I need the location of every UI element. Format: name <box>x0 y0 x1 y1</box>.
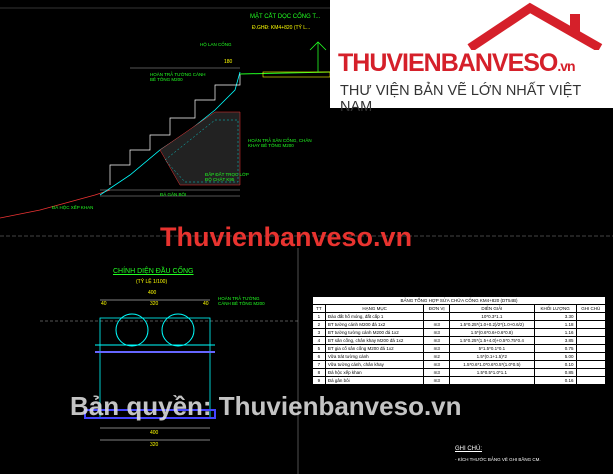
front-dim-320: 320 <box>150 301 159 307</box>
table-cell: 1.5*(0.6*0.6+0.6*0.8) <box>449 328 535 337</box>
table-cell: 3 <box>312 328 326 337</box>
table-cell: 1 <box>312 312 326 321</box>
col-khoi-luong: KHỐI LƯỢNG <box>533 304 577 313</box>
table-cell: BT tường cánh M200 đá 1x2 <box>324 320 425 329</box>
table-cell: 9 <box>312 376 326 385</box>
table-cell: 6 <box>312 352 326 361</box>
col-tt: TT <box>312 304 326 313</box>
table-cell: BT gia cố sân cống M200 đá 1x2 <box>324 344 425 353</box>
table-cell: 1.5*0.25*(1.5+4.0)+0.5*0.75*0.4 <box>449 336 535 345</box>
table-cell: m3 <box>423 360 451 369</box>
label-ho-lan: HỘ LAN CỐNG <box>200 42 232 47</box>
col-dien-giai: DIỄN GIẢI <box>449 304 535 313</box>
table-cell: Đá hộc xếp khan <box>324 368 425 377</box>
logo-main: THUVIENBANVESO <box>338 49 558 77</box>
table-cell: 3.85 <box>533 336 577 345</box>
table-cell: 0.16 <box>533 376 577 385</box>
dim-top: 180 <box>224 59 233 65</box>
table-cell: m2 <box>423 352 451 361</box>
table-cell: 4 <box>312 336 326 345</box>
table-cell: m3 <box>423 368 451 377</box>
table-cell <box>575 352 607 361</box>
table-cell <box>575 320 607 329</box>
table-cell <box>575 360 607 369</box>
table-cell: m3 <box>423 344 451 353</box>
table-cell <box>575 312 607 321</box>
col-don-vi: ĐƠN VỊ <box>423 304 451 313</box>
table-cell <box>575 344 607 353</box>
front-label: HOÀN TRẢ TƯỜNG CÁNH BÊ TÔNG M200 <box>218 296 265 307</box>
front-dim-400: 400 <box>148 290 157 296</box>
label-tuong-canh: HOÀN TRẢ TƯỜNG CÁNH BÊ TÔNG M200 <box>150 72 206 83</box>
notes-title: GHI CHÚ: <box>455 446 482 452</box>
table-cell: m3 <box>423 328 451 337</box>
table-cell: 1.16 <box>533 328 577 337</box>
table-cell: 7 <box>312 360 326 369</box>
table-cell <box>423 312 451 321</box>
front-title: CHÍNH DIỆN ĐẦU CỐNG <box>113 268 194 275</box>
table-header: TT HẠNG MỤC ĐƠN VỊ DIỄN GIẢI KHỐI LƯỢNG … <box>312 304 607 313</box>
quantity-table: BẢNG TỔNG HỢP SỬA CHỮA CỐNG KM4+820 (DT5… <box>312 296 607 385</box>
table-cell: 3.30 <box>533 312 577 321</box>
table-cell: 1.5*0.5*1.0*1.1 <box>449 368 535 377</box>
label-san-cong: HOÀN TRẢ SÂN CỐNG, CHÂN KHAY BÊ TÔNG M20… <box>248 138 312 149</box>
table-cell <box>449 376 535 385</box>
front-dim-40b: 40 <box>203 301 209 307</box>
table-cell: 1.5*0.6*1.0*0.6*0.5*(1.0*0.5) <box>449 360 535 369</box>
logo: THUVIENBANVESO.vn THƯ VIỆN BẢN VẼ LỚN NH… <box>330 0 613 115</box>
table-cell: 5.00 <box>533 352 577 361</box>
col-hang-muc: HẠNG MỤC <box>324 304 425 313</box>
front-scale: (TỶ LỆ 1/100) <box>136 279 168 285</box>
table-cell <box>575 376 607 385</box>
label-da-hoc: ĐÁ HỘC XẾP KHAN <box>52 205 94 210</box>
table-cell: Đá gân bôi <box>324 376 425 385</box>
table-title: BẢNG TỔNG HỢP SỬA CHỮA CỐNG KM4+820 (DT5… <box>312 296 606 305</box>
table-cell: Đào đất hố móng, đất cấp 1 <box>324 312 425 321</box>
table-cell: 8 <box>312 368 326 377</box>
table-cell: 1.5*0.25*(1.0+0.2)/2*(1.0+0.6/2) <box>449 320 535 329</box>
house-roof-icon <box>467 2 603 50</box>
front-dim-40a: 40 <box>101 301 107 307</box>
logo-tld: .vn <box>557 58 575 74</box>
section-subtitle: Đ.GHĐ: KM4+820 (TỶ L... <box>252 25 311 31</box>
table-cell: 5*1.5*0.1*0.1 <box>449 344 535 353</box>
table-cell: 0.85 <box>533 368 577 377</box>
table-cell <box>575 328 607 337</box>
table-cell: 0.10 <box>533 360 577 369</box>
table-cell: 1.18 <box>533 320 577 329</box>
table-cell: 2 <box>312 320 326 329</box>
watermark-site: Thuvienbanveso.vn <box>160 222 413 252</box>
table-cell: m3 <box>423 376 451 385</box>
table-cell: 0.75 <box>533 344 577 353</box>
table-cell: Vữa trát tường cánh <box>324 352 425 361</box>
table-cell: BT sân cống, chân khay M200 đá 1x2 <box>324 336 425 345</box>
table-cell: BT tường tường cánh M200 đá 1x2 <box>324 328 425 337</box>
label-dap-dat: ĐẮP ĐẤT TRỌC LỚP ĐỘ CHẶT K95 <box>205 172 249 183</box>
col-ghi-chu: GHI CHÚ <box>575 304 607 313</box>
table-cell: 5 <box>312 344 326 353</box>
table-cell <box>575 368 607 377</box>
table-cell <box>575 336 607 345</box>
table-cell: Vữa tường cánh, chân khay <box>324 360 425 369</box>
table-cell: m3 <box>423 320 451 329</box>
notes-line: - KÍCH THƯỚC BẢNG VẼ GHI BẰNG CM. <box>455 457 541 462</box>
label-da-gan: ĐÁ GÂN BÔI <box>160 192 187 197</box>
bottom-dim-320: 320 <box>150 442 159 448</box>
logo-slogan: THƯ VIỆN BẢN VẼ LỚN NHẤT VIỆT NAM <box>340 83 582 115</box>
table-cell: m3 <box>423 336 451 345</box>
table-cell: 1.5*(0.1+1.5)*2 <box>449 352 535 361</box>
bottom-dim-400: 400 <box>150 430 159 436</box>
section-title: MẶT CẮT DỌC CỐNG T... <box>250 14 321 20</box>
watermark-copyright: Bản quyền: Thuvienbanveso.vn <box>70 391 462 421</box>
table-cell: 10*0.3*1.1 <box>449 312 535 321</box>
